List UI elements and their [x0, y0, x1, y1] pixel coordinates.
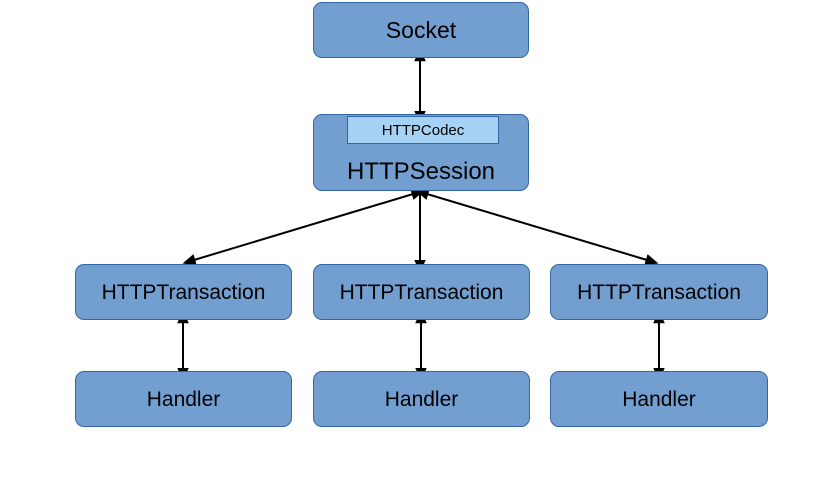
node-socket[interactable]: Socket	[313, 2, 529, 58]
node-httptransaction-2[interactable]: HTTPTransaction	[313, 264, 530, 320]
connector-session-transaction-3	[415, 188, 659, 266]
node-socket-label: Socket	[385, 16, 457, 43]
node-httpsession[interactable]: HTTPCodec HTTPSession	[313, 114, 529, 191]
node-handler-2[interactable]: Handler	[313, 371, 530, 427]
node-handler-1[interactable]: Handler	[75, 371, 292, 427]
node-httpcodec[interactable]: HTTPCodec	[347, 116, 499, 144]
node-httpsession-label: HTTPSession	[346, 158, 496, 185]
node-httptransaction-3-label: HTTPTransaction	[577, 280, 741, 304]
connector-session-transaction-1	[182, 188, 425, 266]
node-handler-3-label: Handler	[622, 387, 696, 411]
node-httptransaction-3[interactable]: HTTPTransaction	[550, 264, 768, 320]
node-handler-3[interactable]: Handler	[550, 371, 768, 427]
node-handler-2-label: Handler	[384, 387, 459, 411]
node-httptransaction-1[interactable]: HTTPTransaction	[75, 264, 292, 320]
node-handler-1-label: Handler	[146, 387, 221, 411]
node-httptransaction-1-label: HTTPTransaction	[101, 280, 266, 304]
node-httpcodec-label: HTTPCodec	[381, 121, 465, 139]
node-httptransaction-2-label: HTTPTransaction	[339, 280, 504, 304]
